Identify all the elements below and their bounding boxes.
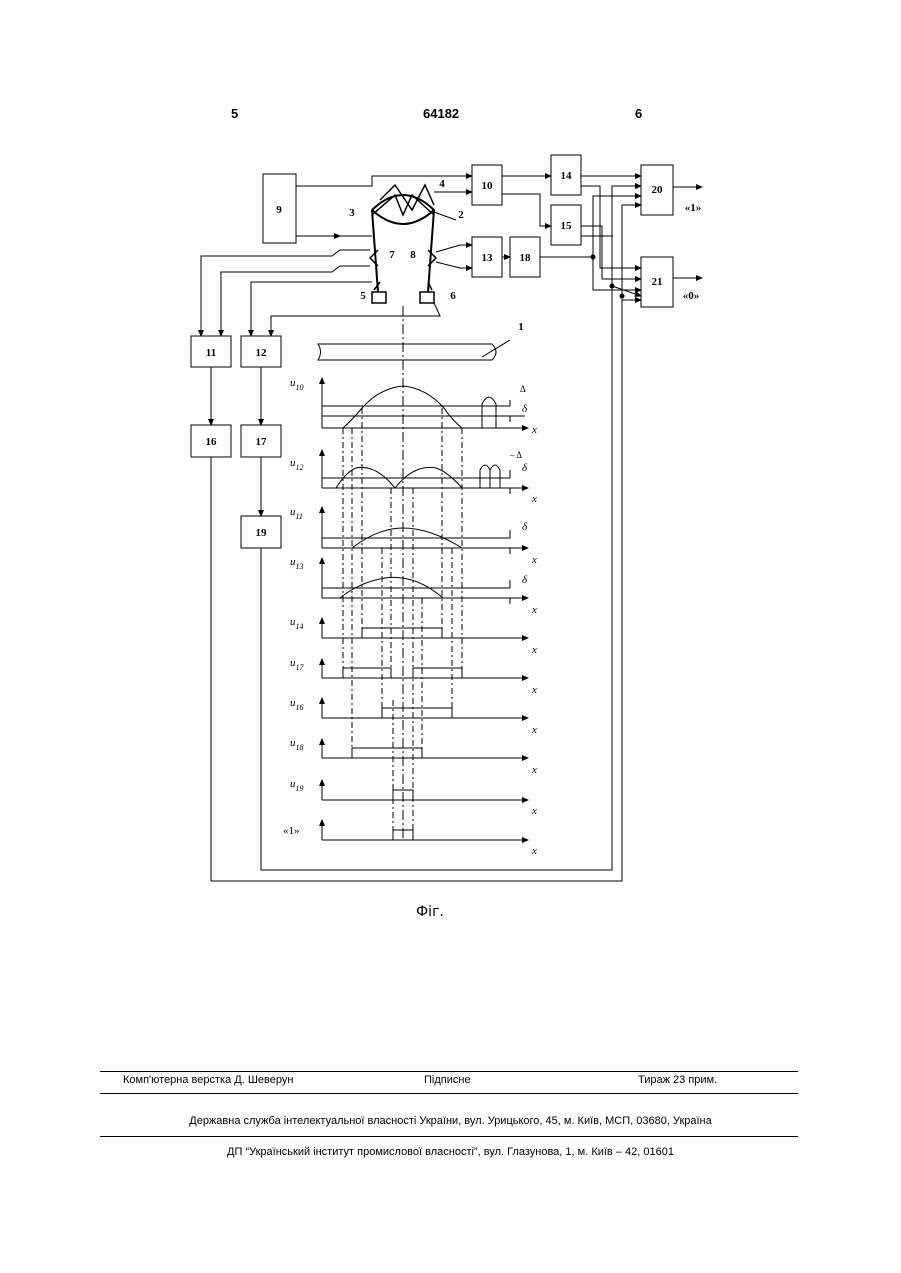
output-zero-label: «0» bbox=[683, 290, 700, 302]
label-17: 17 bbox=[256, 436, 268, 448]
footer-address-1: Державна служба інтелектуальної власност… bbox=[0, 1115, 901, 1127]
minus-delta-label: – Δ bbox=[509, 450, 522, 460]
label-3: 3 bbox=[349, 207, 355, 219]
u11-label: u11 bbox=[290, 506, 303, 521]
x-label-4: x bbox=[531, 604, 537, 616]
x-label-6: x bbox=[531, 684, 537, 696]
footer-rule-top bbox=[100, 1071, 798, 1072]
label-2: 2 bbox=[458, 209, 464, 221]
label-19: 19 bbox=[256, 527, 268, 539]
u13-label: u13 bbox=[290, 556, 304, 571]
label-6: 6 bbox=[450, 290, 456, 302]
fiber-cross bbox=[372, 185, 434, 215]
x-label-8: x bbox=[531, 764, 537, 776]
u18-label: u18 bbox=[290, 737, 304, 752]
label-10: 10 bbox=[482, 180, 494, 192]
footer-address-2: ДП “Український інститут промислової вла… bbox=[0, 1146, 901, 1158]
label-14: 14 bbox=[561, 170, 573, 182]
u19-label: u19 bbox=[290, 778, 304, 793]
object-1 bbox=[318, 344, 496, 360]
label-5: 5 bbox=[360, 290, 366, 302]
one-signal-label: «1» bbox=[283, 825, 300, 837]
sensor-base-5 bbox=[372, 282, 386, 303]
footer-signed: Підписне bbox=[424, 1074, 471, 1086]
x-label-7: x bbox=[531, 724, 537, 736]
label-4: 4 bbox=[439, 178, 445, 190]
delta-small-3: δ bbox=[522, 521, 528, 533]
u16-label: u16 bbox=[290, 697, 304, 712]
u17-label: u17 bbox=[290, 657, 305, 672]
label-18: 18 bbox=[520, 252, 532, 264]
label-20: 20 bbox=[652, 184, 664, 196]
figure-caption: Фіг. bbox=[0, 904, 860, 920]
footer-compiler: Комп'ютерна верстка Д. Шеверун bbox=[123, 1074, 293, 1086]
delta-small-2: δ bbox=[522, 462, 528, 474]
label-9: 9 bbox=[276, 204, 282, 216]
block-diagram: 9 10 14 15 13 18 20 21 11 12 16 17 19 1 … bbox=[0, 0, 901, 900]
x-label-3: x bbox=[531, 554, 537, 566]
label-1: 1 bbox=[518, 321, 524, 333]
sensor-body bbox=[372, 210, 434, 292]
label-13: 13 bbox=[482, 252, 494, 264]
label-7: 7 bbox=[389, 249, 395, 261]
label-2-leader bbox=[434, 212, 456, 220]
footer-circulation: Тираж 23 прим. bbox=[638, 1074, 717, 1086]
u12-label: u12 bbox=[290, 457, 304, 472]
sensor-base-6 bbox=[420, 282, 434, 303]
output-one-label: «1» bbox=[685, 202, 702, 214]
label-12: 12 bbox=[256, 347, 268, 359]
label-11: 11 bbox=[206, 347, 216, 359]
x-label-9: x bbox=[531, 805, 537, 817]
delta-label: Δ bbox=[520, 384, 526, 394]
u14-label: u14 bbox=[290, 616, 304, 631]
footer-rule-bottom bbox=[100, 1136, 798, 1137]
footer-rule-middle bbox=[100, 1093, 798, 1094]
delta-small-1: δ bbox=[522, 403, 528, 415]
delta-small-4: δ bbox=[522, 574, 528, 586]
label-15: 15 bbox=[561, 220, 573, 232]
x-label-5: x bbox=[531, 644, 537, 656]
x-label-2: x bbox=[531, 493, 537, 505]
label-8: 8 bbox=[410, 249, 416, 261]
u10-label: u10 bbox=[290, 377, 304, 392]
label-16: 16 bbox=[206, 436, 218, 448]
x-label-1: x bbox=[531, 424, 537, 436]
x-label-10: x bbox=[531, 845, 537, 857]
label-21: 21 bbox=[652, 276, 663, 288]
